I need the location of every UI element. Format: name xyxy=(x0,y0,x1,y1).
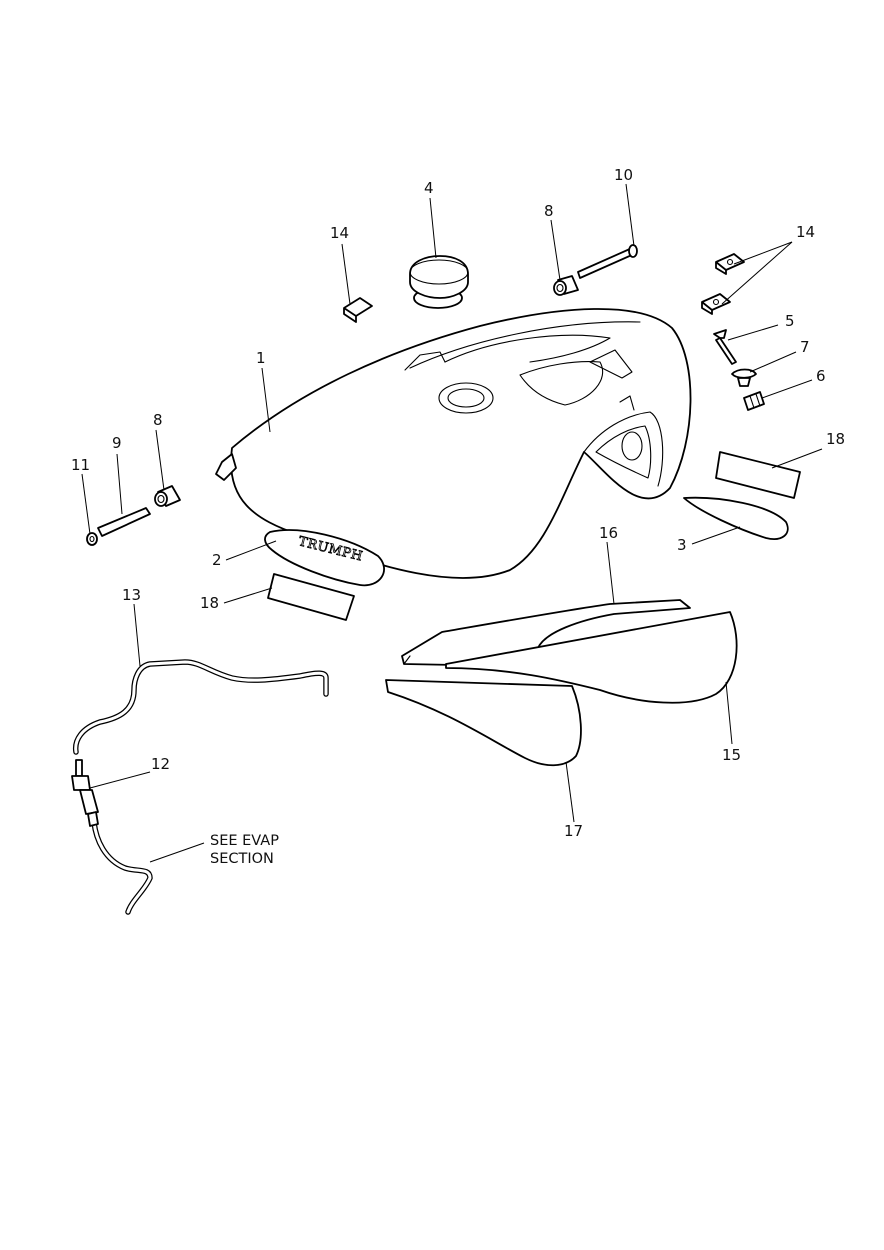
callout-8-front: 8 xyxy=(153,411,163,429)
label-right xyxy=(715,451,801,499)
clip-left xyxy=(343,297,373,323)
leader-lines xyxy=(81,183,823,863)
callout-18-right: 18 xyxy=(826,430,845,448)
knee-pad xyxy=(683,496,789,540)
breather-hose xyxy=(72,659,329,915)
filler-cap xyxy=(409,255,469,309)
callout-2: 2 xyxy=(212,551,222,569)
grommet-front xyxy=(154,485,181,507)
nut xyxy=(86,532,98,546)
screw xyxy=(713,329,737,365)
callout-7: 7 xyxy=(800,338,810,356)
evap-note-line-2: SECTION xyxy=(210,851,274,867)
callout-5: 5 xyxy=(785,312,795,330)
callout-6: 6 xyxy=(816,367,826,385)
callout-14-left: 14 xyxy=(330,224,349,242)
evap-note-line-1: SEE EVAP xyxy=(210,833,279,849)
callout-18-left: 18 xyxy=(200,594,219,612)
rivet xyxy=(731,368,757,387)
label-left xyxy=(267,573,355,621)
callout-11: 11 xyxy=(71,456,90,474)
callout-4: 4 xyxy=(424,179,434,197)
breather-valve xyxy=(71,759,99,827)
callout-12: 12 xyxy=(151,755,170,773)
callouts: 1 2 3 4 5 6 7 8 8 9 10 11 12 13 14 14 15… xyxy=(71,166,845,840)
evap-note: SEE EVAP SECTION xyxy=(210,833,279,867)
callout-9: 9 xyxy=(112,434,122,452)
clip-nut xyxy=(743,391,765,411)
callout-10: 10 xyxy=(614,166,633,184)
tank-badge: TRUMPH xyxy=(264,529,385,587)
callout-8-upper: 8 xyxy=(544,202,554,220)
callout-3: 3 xyxy=(677,536,687,554)
callout-17: 17 xyxy=(564,822,583,840)
callout-1: 1 xyxy=(256,349,266,367)
callout-14-right: 14 xyxy=(796,223,815,241)
callout-16: 16 xyxy=(599,524,618,542)
side-panel-lower xyxy=(385,679,582,767)
bolt-upper xyxy=(577,244,638,279)
grommet-upper xyxy=(553,275,579,296)
pin xyxy=(97,507,151,537)
callout-13: 13 xyxy=(122,586,141,604)
side-panel-right xyxy=(445,611,738,704)
callout-15: 15 xyxy=(722,746,741,764)
